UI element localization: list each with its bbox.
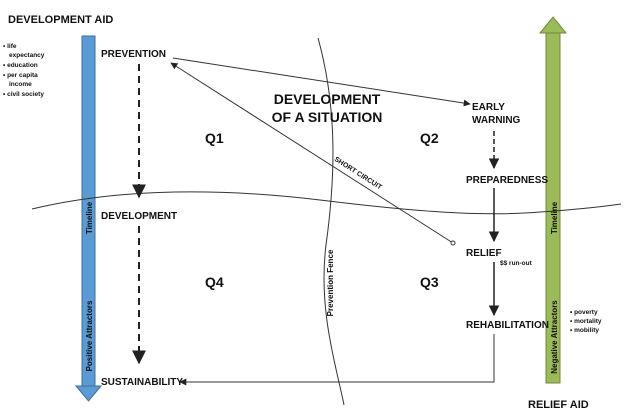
negative-attractors-label: Negative Attractors [550, 300, 559, 374]
quadrant-q4: Q4 [205, 274, 224, 290]
bullet-civil-society: • civil society [3, 91, 44, 98]
short-circuit-label: SHORT CIRCUIT [333, 156, 384, 192]
bullet-life: • life [3, 43, 17, 50]
positive-attractors-label: Positive Attractors [85, 300, 94, 371]
bullet-expectancy: expectancy [9, 52, 45, 59]
quadrant-q1: Q1 [205, 130, 224, 146]
bullet-education: • education [3, 62, 38, 69]
negative-attractors-list: • poverty • mortality • mobility [570, 309, 602, 334]
bullet-mortality: • mortality [570, 318, 602, 325]
timeline-left-label: Timeline [85, 201, 94, 234]
node-preparedness: PREPAREDNESS [466, 175, 548, 186]
rehabilitation-to-sustainability-arrow [179, 334, 495, 386]
prevention-fence-label: Prevention Fence [326, 249, 335, 316]
short-circuit-origin [450, 240, 456, 246]
quadrant-q2: Q2 [420, 130, 439, 146]
node-prevention: PREVENTION [101, 49, 166, 60]
prevention-to-warning-arrow [172, 57, 471, 107]
bullet-per-capita: • per capita [3, 72, 38, 79]
development-aid-arrow [74, 35, 103, 402]
node-development: DEVELOPMENT [101, 211, 177, 222]
bullet-income: income [9, 81, 32, 88]
relief-aid-arrow [538, 16, 568, 384]
node-early: EARLY [472, 102, 505, 113]
bullet-mobility: • mobility [570, 327, 599, 334]
node-warning: WARNING [472, 115, 521, 126]
center-title-line2: OF A SITUATION [272, 109, 383, 125]
relief-aid-title: RELIEF AID [528, 399, 589, 411]
node-relief: RELIEF [466, 248, 502, 259]
bullet-poverty: • poverty [570, 309, 598, 316]
node-sustainability: SUSTAINABILITY [101, 377, 183, 388]
prevention-fence-line [317, 37, 345, 406]
quadrant-q3: Q3 [420, 274, 439, 290]
center-title-line1: DEVELOPMENT [274, 91, 381, 107]
timeline-right-label: Timeline [550, 201, 559, 234]
short-circuit-arrow [170, 62, 454, 244]
node-rehabilitation: REHABILITATION [466, 320, 549, 331]
positive-attractors-list: • life expectancy • education • per capi… [3, 43, 45, 98]
development-aid-title: DEVELOPMENT AID [8, 14, 113, 26]
runout-label: $$ run-out [500, 260, 533, 267]
